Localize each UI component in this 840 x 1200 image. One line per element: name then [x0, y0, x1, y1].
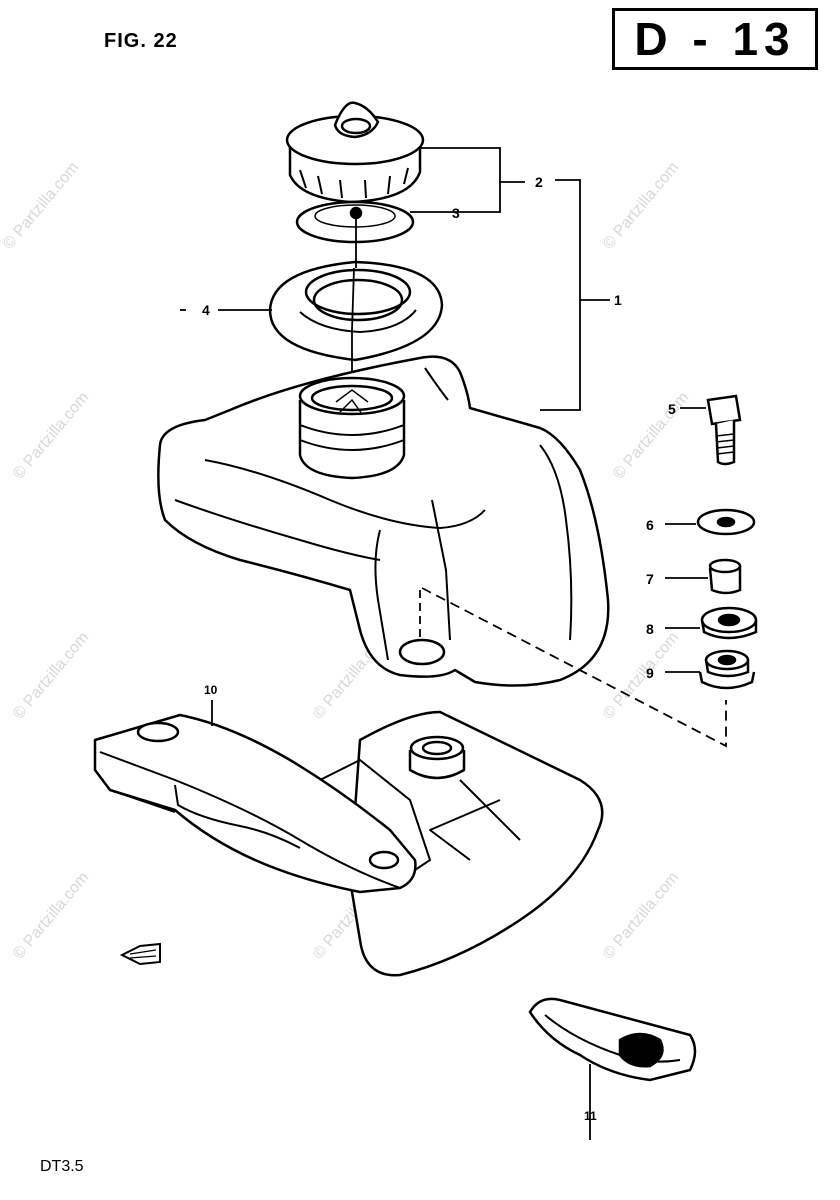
collar	[708, 558, 742, 595]
grommet	[698, 649, 756, 690]
fuel-tank	[157, 355, 610, 687]
page-code: D - 13	[634, 13, 796, 65]
tank-bracket	[93, 710, 604, 977]
cap-gasket	[295, 200, 415, 244]
mounting-bolt	[706, 394, 742, 466]
watermark-text: © Partzilla.com	[600, 159, 682, 253]
cushion-upper	[700, 606, 758, 640]
callout-4: 4	[202, 302, 210, 318]
watermark-text: © Partzilla.com	[10, 869, 92, 963]
callout-7: 7	[646, 571, 654, 587]
callout-11: 11	[584, 1109, 597, 1123]
callout-2: 2	[535, 174, 543, 190]
callout-9: 9	[646, 665, 654, 681]
callout-10: 10	[204, 683, 218, 697]
watermark-text: © Partzilla.com	[0, 159, 82, 253]
filler-neck	[298, 376, 406, 480]
front-arrow-icon	[119, 942, 161, 966]
figure-label: FIG. 22	[104, 30, 178, 52]
callout-1: 1	[614, 292, 622, 308]
watermark-text: © Partzilla.com	[10, 389, 92, 483]
fuel-cap	[285, 101, 425, 204]
watermark-text: © Partzilla.com	[10, 629, 92, 723]
callout-3: 3	[452, 205, 460, 221]
callout-8: 8	[646, 621, 654, 637]
leader-lines	[180, 147, 727, 1140]
grease-pack	[528, 997, 697, 1082]
callout-5: 5	[668, 401, 676, 417]
page-code-box: D - 13	[612, 8, 818, 70]
watermark-text: © Partzilla.com	[600, 869, 682, 963]
flat-washer	[696, 508, 756, 536]
watermark-text: © Partzilla.com	[600, 629, 682, 723]
watermark-text: © Partzilla.com	[610, 389, 692, 483]
filler-ring	[268, 260, 444, 362]
callout-6: 6	[646, 517, 654, 533]
model-label: DT3.5	[40, 1158, 84, 1175]
